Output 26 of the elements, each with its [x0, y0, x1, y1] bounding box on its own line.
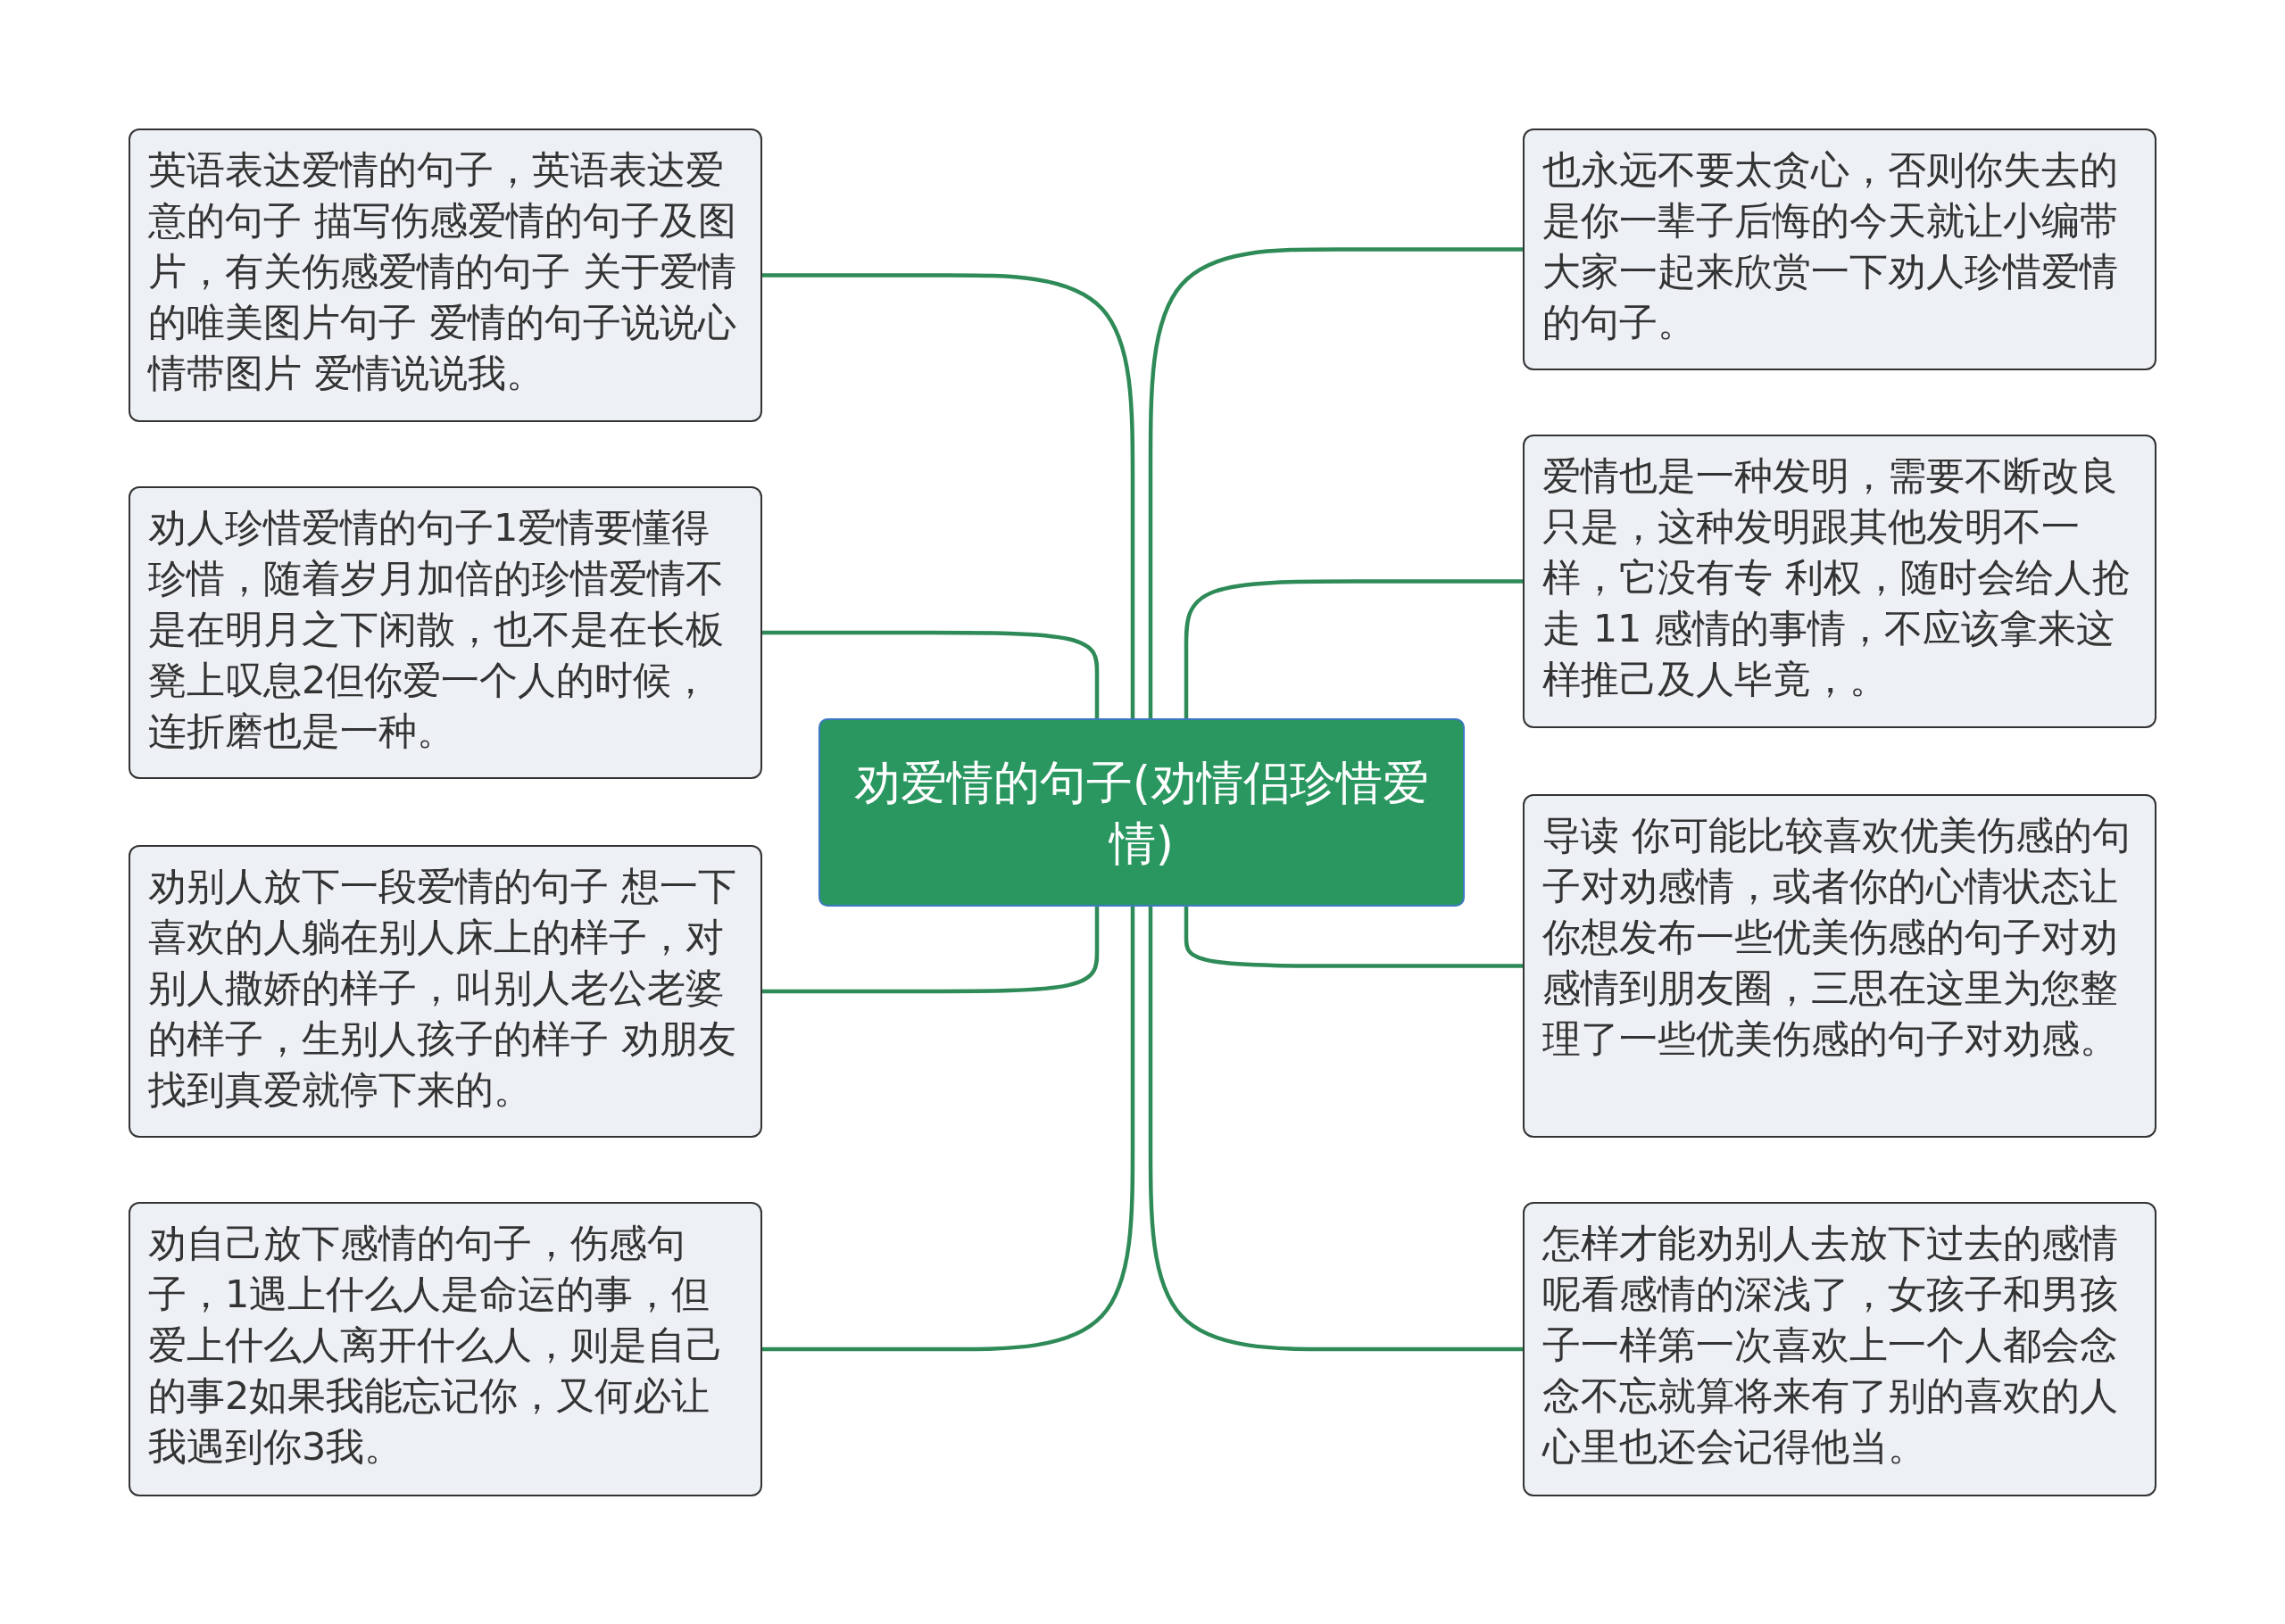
topic-text: 导读 你可能比较喜欢优美伤感的句子对劝感情，或者你的心情状态让你想发布一些优美伤感的句子对劝感情到朋友圈，三思在这里为您整理了一些优美伤感的句子对劝感。: [1542, 812, 2131, 1063]
topic-box: [129, 1202, 762, 1496]
topic-box: [1523, 128, 2156, 370]
connector-curve: [762, 907, 1135, 1352]
topic-text: 劝人珍惜爱情的句子1爱情要懂得珍惜，随着岁月加倍的珍惜爱情不是在明月之下闲散，也不是在长板凳上叹息2但你爱一个人的时候，连折磨也是一种。: [148, 504, 725, 755]
connector-curve: [1148, 907, 1523, 1352]
connector-curve: [762, 273, 1135, 718]
connector-curve: [1148, 247, 1523, 718]
topic-text: 爱情也是一种发明，需要不断改良只是，这种发明跟其他发明不一样，它没有专 利权，随时会给人抢走 11 感情的事情，不应该拿来这样推己及人毕竟，。: [1542, 452, 2131, 703]
topic-box: [1523, 794, 2156, 1138]
topic-box: [129, 486, 762, 779]
topic-text: 也永远不要太贪心，否则你失去的是你一辈子后悔的今天就让小编带大家一起来欣赏一下劝人珍惜爱情的句子。: [1542, 146, 2119, 346]
connector-curve: [762, 630, 1100, 718]
topic-box: [1523, 1202, 2156, 1496]
topic-box: [1523, 435, 2156, 728]
topic-text: 劝别人放下一段爱情的句子 想一下喜欢的人躺在别人床上的样子，对别人撒娇的样子，叫别人老公老婆的样子，生别人孩子的样子 劝朋友找到真爱就停下来的。: [148, 863, 737, 1114]
topic-box: [129, 128, 762, 422]
connector-curve: [762, 907, 1100, 994]
topic-box: [129, 845, 762, 1138]
central-topic-box: [818, 718, 1465, 907]
topic-text: 英语表达爱情的句子，英语表达爱意的句子 描写伤感爱情的句子及图片，有关伤感爱情的句子 关于爱情的唯美图片句子 爱情的句子说说心情带图片 爱情说说我。: [148, 146, 737, 397]
connector-curve: [1184, 579, 1523, 718]
topic-text: 劝自己放下感情的句子，伤感句子，1遇上什么人是命运的事，但爱上什么人离开什么人，则是自己的事2如果我能忘记你，又何必让我遇到你3我。: [148, 1220, 725, 1471]
connector-curve: [1184, 907, 1523, 968]
topic-text: 怎样才能劝别人去放下过去的感情呢看感情的深浅了，女孩子和男孩子一样第一次喜欢上一个人都会念念不忘就算将来有了别的喜欢的人心里也还会记得他当。: [1542, 1220, 2119, 1471]
central-topic-text: 劝爱情的句子(劝情侣珍惜爱情): [852, 754, 1431, 872]
